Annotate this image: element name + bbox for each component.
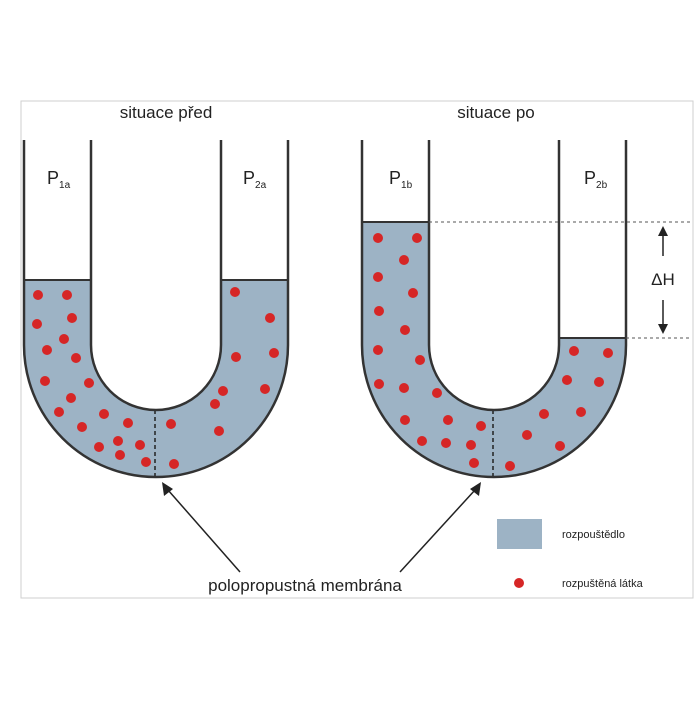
title-after: situace po xyxy=(457,103,535,122)
particle xyxy=(214,426,224,436)
membrane-pointer-arrows xyxy=(162,482,481,573)
particle xyxy=(562,375,572,385)
pressure-label-p2a: P2a xyxy=(243,168,267,191)
particle xyxy=(555,441,565,451)
particle xyxy=(62,290,72,300)
particle xyxy=(66,393,76,403)
particle xyxy=(40,376,50,386)
membrane-label: polopropustná membrána xyxy=(208,576,402,595)
particle xyxy=(54,407,64,417)
particle xyxy=(466,440,476,450)
particle xyxy=(218,386,228,396)
legend-solvent-swatch xyxy=(497,519,542,549)
delta-h-label: ΔH xyxy=(651,270,675,289)
title-before: situace před xyxy=(120,103,213,122)
particle xyxy=(166,419,176,429)
particle xyxy=(415,355,425,365)
particle xyxy=(123,418,133,428)
particle xyxy=(113,436,123,446)
legend-solvent-label: rozpouštědlo xyxy=(562,529,625,541)
particle xyxy=(469,458,479,468)
particle xyxy=(432,388,442,398)
particle xyxy=(408,288,418,298)
particle xyxy=(576,407,586,417)
particle xyxy=(169,459,179,469)
particle xyxy=(399,383,409,393)
particle xyxy=(412,233,422,243)
particle xyxy=(33,290,43,300)
particle xyxy=(569,346,579,356)
particle xyxy=(94,442,104,452)
particle xyxy=(399,255,409,265)
particle xyxy=(260,384,270,394)
particle xyxy=(231,352,241,362)
particle xyxy=(417,436,427,446)
particle xyxy=(505,461,515,471)
particle xyxy=(441,438,451,448)
particle xyxy=(400,415,410,425)
left-solute-particles xyxy=(32,287,279,469)
legend-solute-swatch xyxy=(514,578,524,588)
particle xyxy=(210,399,220,409)
pressure-label-p2b: P2b xyxy=(584,168,608,191)
particle xyxy=(99,409,109,419)
particle xyxy=(539,409,549,419)
particle xyxy=(67,313,77,323)
particle xyxy=(84,378,94,388)
pressure-label-p1a: P1a xyxy=(47,168,71,191)
left-solvent-fill xyxy=(24,280,288,477)
particle xyxy=(32,319,42,329)
figure-frame xyxy=(20,100,694,599)
particle xyxy=(115,450,125,460)
particle xyxy=(373,345,383,355)
particle xyxy=(77,422,87,432)
particle xyxy=(71,353,81,363)
right-solute-particles xyxy=(373,233,613,471)
particle xyxy=(230,287,240,297)
particle xyxy=(42,345,52,355)
delta-h-arrow xyxy=(658,226,668,334)
particle xyxy=(400,325,410,335)
particle xyxy=(594,377,604,387)
particle xyxy=(373,233,383,243)
particle xyxy=(476,421,486,431)
particle xyxy=(135,440,145,450)
left-u-tube-outline xyxy=(22,140,290,479)
particle xyxy=(373,272,383,282)
particle xyxy=(443,415,453,425)
particle xyxy=(269,348,279,358)
particle xyxy=(265,313,275,323)
particle xyxy=(603,348,613,358)
legend-solute-label: rozpuštěná látka xyxy=(562,578,644,590)
particle xyxy=(374,306,384,316)
particle xyxy=(59,334,69,344)
pressure-label-p1b: P1b xyxy=(389,168,413,191)
particle xyxy=(141,457,151,467)
right-u-tube-outline xyxy=(360,140,628,479)
particle xyxy=(374,379,384,389)
particle xyxy=(522,430,532,440)
